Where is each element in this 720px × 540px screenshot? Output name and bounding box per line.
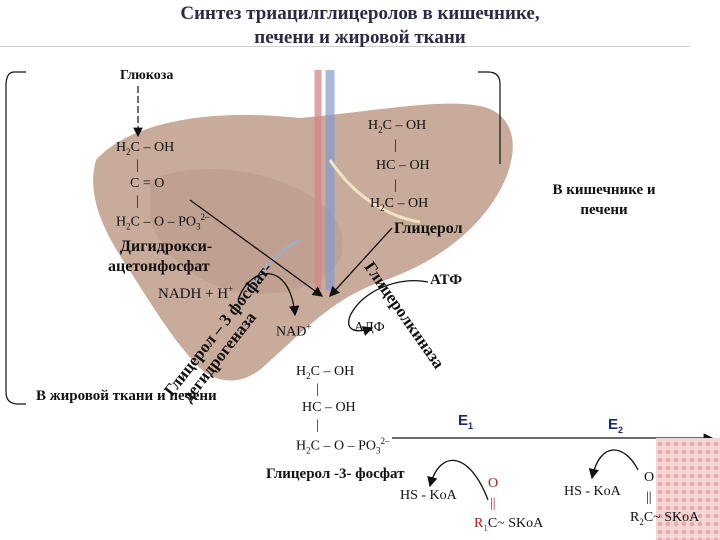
glycerol-formula-line1: H2C – OH: [368, 118, 427, 135]
nad-label: NAD+: [276, 322, 312, 340]
dhap-formula-line2: C = O: [130, 176, 165, 191]
g3p-formula-line1: H2C – OH: [296, 364, 355, 381]
acyl2-oxygen: O: [644, 470, 655, 485]
dhap-bond2: |: [136, 194, 139, 209]
hs-koa-label-1: HS - KoA: [400, 488, 457, 503]
acyl1-formula: R1C~ SKoA: [474, 516, 544, 533]
dhap-name-line1: Дигидрокси-: [120, 238, 213, 255]
intestine-liver-label-line1: В кишечнике и: [552, 182, 656, 198]
dhap-name-line2: ацетонфосфат: [108, 258, 210, 275]
intestine-liver-label-line2: печени: [580, 202, 628, 218]
g3p-formula-line2: HC – OH: [302, 400, 356, 415]
enzyme-e2-label: E2: [608, 416, 624, 435]
glycerol-formula-line2: HC – OH: [376, 158, 430, 173]
acyl2-double-bond: ||: [646, 490, 652, 505]
acyl1-double-bond: ||: [490, 496, 496, 511]
glucose-label: Глюкоза: [120, 68, 174, 83]
nadh-label: NADH + H+: [158, 284, 234, 302]
page-title-line1: Синтез триацилглицеролов в кишечнике,: [180, 3, 540, 24]
dhap-formula-line1: H2C – OH: [116, 140, 175, 157]
acyl1-oxygen: O: [488, 476, 499, 491]
g3p-formula-line3: H2C – O – PO32–: [296, 436, 390, 456]
adipose-tissue-patch: [656, 438, 720, 540]
glycerol-name: Глицерол: [394, 220, 463, 237]
g3p-name: Глицерол -3- фосфат: [266, 466, 405, 482]
adipose-label: В жировой ткани и печени: [36, 388, 217, 404]
hs-koa-label-2: HS - KoA: [564, 484, 621, 499]
adp-label: АДФ: [354, 320, 385, 335]
acyl2-formula: R2C~ SKoA: [630, 510, 700, 527]
glycerol-formula-line3: H2C – OH: [370, 196, 429, 213]
page-title-line2: печени и жировой ткани: [254, 27, 466, 48]
dhap-bond1: |: [136, 158, 139, 173]
title-divider: [0, 46, 690, 47]
glycerol-bond1: |: [394, 138, 397, 153]
g3p-bond1: |: [316, 382, 319, 397]
glycerol-bond2: |: [394, 178, 397, 193]
atp-label: АТФ: [430, 272, 463, 288]
dhap-formula-line3: H2C – O – PO32–: [116, 212, 210, 232]
liver-illustration: [93, 70, 513, 381]
g3p-bond2: |: [316, 418, 319, 433]
enzyme-e1-label: E1: [458, 412, 474, 431]
region-bracket: [5, 71, 26, 405]
region-bracket-right: [478, 71, 501, 164]
